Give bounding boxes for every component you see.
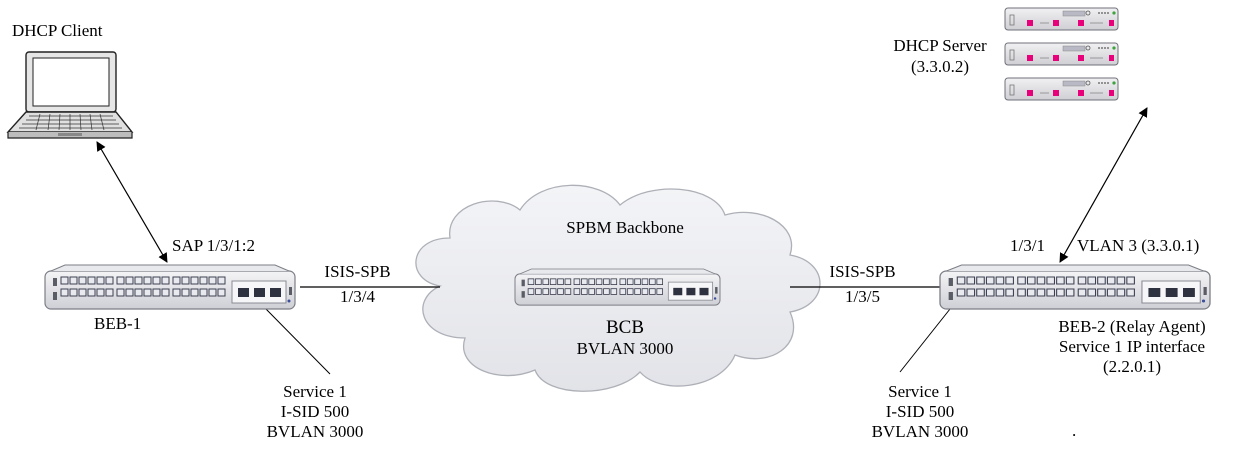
beb2-service-line-3: BVLAN 3000 [871,422,969,441]
beb1-service-line-2: I-SID 500 [280,402,350,421]
beb1-uplink-port: 1/3/4 [340,287,375,306]
beb1-service-line-3: BVLAN 3000 [266,422,364,441]
spbm-backbone-label: SPBM Backbone [566,218,684,237]
server-stack-icon [1004,7,1119,101]
beb2-service-line-2: I-SID 500 [885,402,955,421]
beb2-uplink-protocol: ISIS-SPB [829,262,896,281]
dhcp-server-address: (3.3.0.2) [910,57,970,76]
beb2-desc-line-3: (2.2.0.1) [1102,357,1162,376]
bcb-name: BCB [605,317,645,338]
service-leader-beb1 [264,307,331,375]
trailing-period: . [1072,421,1077,440]
link-beb2-server [1059,107,1148,263]
beb2-service-line-1: Service 1 [888,382,952,401]
beb2-desc-line-2: Service 1 IP interface [1058,337,1206,356]
beb1-switch-icon [45,265,295,309]
bcb-switch-icon [515,269,720,305]
beb2-desc-line-1: BEB-2 (Relay Agent) [1058,317,1206,336]
beb1-sap-label: SAP 1/3/1:2 [172,236,255,255]
laptop-icon [6,51,134,139]
link-client-beb1 [96,141,168,263]
beb1-service-line-1: Service 1 [283,382,347,401]
beb1-uplink-protocol: ISIS-SPB [324,262,391,281]
bcb-bvlan: BVLAN 3000 [576,339,674,358]
beb2-uplink-port: 1/3/5 [845,287,880,306]
beb2-switch-icon [940,265,1210,309]
service-leader-beb2 [899,308,951,373]
dhcp-client-label: DHCP Client [12,21,103,40]
beb2-port-label: 1/3/1 [1010,236,1045,255]
beb1-name: BEB-1 [94,314,142,333]
dhcp-server-label: DHCP Server [893,36,987,55]
beb2-vlan-label: VLAN 3 (3.3.0.1) [1077,236,1200,255]
